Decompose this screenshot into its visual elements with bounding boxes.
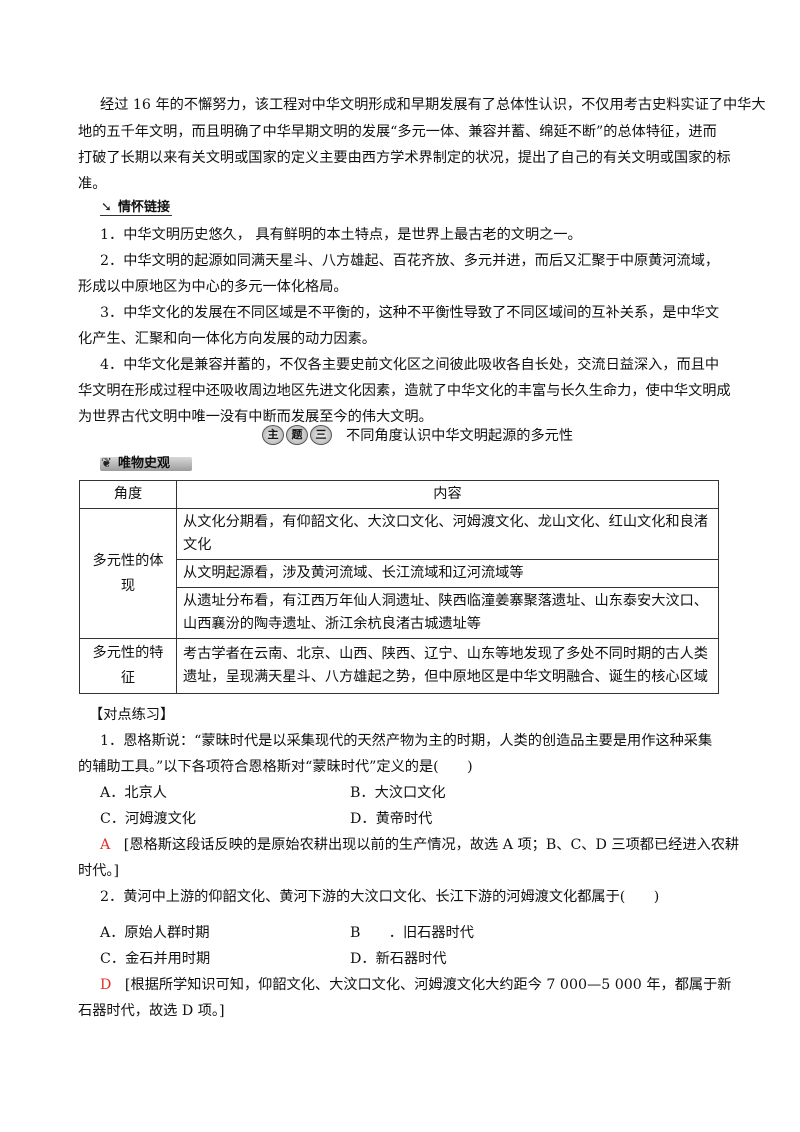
cell-line: 从文化分期看，有仰韶文化、大汶口文化、河姆渡文化、龙山文化、红山文化和良渚	[183, 514, 708, 530]
row-label: 多元性的特征	[92, 645, 164, 686]
cell-line: 山西襄汾的陶寺遗址、浙江余杭良渚古城遗址等	[183, 616, 481, 632]
section-title: 唯物史观	[118, 456, 171, 471]
table-cell: 从文化分期看，有仰韶文化、大汶口文化、河姆渡文化、龙山文化、红山文化和良渚 文化	[176, 508, 719, 560]
answer-line: D [根据所学知识可知，仰韶文化、大汶口文化、河姆渡文化大约距今 7 000—5…	[100, 975, 731, 995]
table-cell: 从文明起源看，涉及黄河流域、长江流域和辽河流域等	[176, 559, 719, 588]
option-d: D．新石器时代	[350, 951, 447, 967]
theme-badge-char: 三	[310, 425, 332, 445]
option-b: B ．旧石器时代	[350, 925, 474, 941]
intro-line: 地的五千年文明，而且明确了中华早期文明的发展“多元一体、兼容并蓄、绵延不断”的总…	[78, 124, 717, 140]
section-badge-qinghuai: ➘ 情怀链接	[100, 199, 172, 217]
option-a: A．北京人	[100, 785, 167, 801]
section1-line: 4．中华文化是兼容并蓄的，不仅各主要史前文化区之间彼此吸收各自长处，交流日益深入…	[100, 357, 720, 373]
table-cell: 从遗址分布看，有江西万年仙人洞遗址、陕西临潼姜寨聚落遗址、山东泰安大汶口、 山西…	[176, 587, 719, 639]
intro-line: 打破了长期以来有关文明或国家的定义主要由西方学术界制定的状况，提出了自己的有关文…	[78, 150, 731, 166]
section-badge-weiwu: ❦ 唯物史观	[100, 455, 192, 473]
theme-heading: 主 题 三 不同角度认识中华文明起源的多元性	[262, 425, 573, 445]
table-header: 内容	[176, 480, 719, 509]
theme-badge-char: 题	[286, 425, 308, 445]
table-row: 从遗址分布看，有江西万年仙人洞遗址、陕西临潼姜寨聚落遗址、山东泰安大汶口、 山西…	[80, 587, 719, 639]
theme-badge: 主 题 三	[262, 425, 332, 445]
table-cell: 考古学者在云南、北京、山西、陕西、辽宁、山东等地发现了多处不同时期的古人类 遗址…	[176, 638, 719, 694]
section1-line: 为世界古代文明中唯一没有中断而发展至今的伟大文明。	[78, 409, 433, 425]
answer-letter: A	[100, 837, 111, 853]
question-stem: 1．恩格斯说：“蒙昧时代是以采集现代的天然产物为主的时期，人类的创造品主要是用作…	[100, 733, 713, 749]
cell-line: 考古学者在云南、北京、山西、陕西、辽宁、山东等地发现了多处不同时期的古人类	[183, 646, 708, 662]
option-b: B．大汶口文化	[350, 785, 446, 801]
table-label-cell: 多元性的体现	[79, 508, 177, 639]
row-label: 多元性的体现	[92, 552, 164, 594]
question-stem: 2．黄河中上游的仰韶文化、黄河下游的大汶口文化、长江下游的河姆渡文化都属于( )	[100, 889, 660, 905]
option-c: C．金石并用时期	[100, 951, 211, 967]
table-label-cell: 多元性的特征	[79, 638, 177, 694]
intro-line: 经过 16 年的不懈努力，该工程对中华文明形成和早期发展有了总体性认识，不仅用考…	[100, 97, 766, 113]
intro-line: 准。	[78, 176, 107, 192]
table-header: 角度	[79, 480, 177, 509]
option-c: C．河姆渡文化	[100, 811, 196, 827]
content-table: 角度 内容 多元性的体现 从文化分期看，有仰韶文化、大汶口文化、河姆渡文化、龙山…	[79, 480, 719, 694]
section-title: 情怀链接	[118, 200, 171, 215]
table-row: 从文明起源看，涉及黄河流域、长江流域和辽河流域等	[80, 559, 719, 588]
option-d: D．黄帝时代	[350, 811, 433, 827]
section1-line: 形成以中原地区为中心的多元一体化格局。	[78, 279, 348, 295]
table-header-row: 角度 内容	[79, 480, 719, 509]
leaf-icon: ❦	[101, 456, 112, 471]
explanation: [恩格斯这段话反映的是原始农耕出现以前的生产情况，故选 A 项；B、C、D 三项…	[123, 837, 740, 853]
option-a: A．原始人群时期	[100, 925, 210, 941]
section1-line: 2．中华文明的起源如同满天星斗、八方雄起、百花齐放、多元并进，而后又汇聚于中原黄…	[100, 253, 720, 269]
section1-line: 华文明在形成过程中还吸收周边地区先进文化因素，造就了中华文化的丰富与长久生命力，…	[78, 383, 731, 399]
table-row: 多元性的特征 考古学者在云南、北京、山西、陕西、辽宁、山东等地发现了多处不同时期…	[79, 638, 719, 694]
theme-badge-char: 主	[262, 425, 284, 445]
section1-line: 1．中华文明历史悠久， 具有鲜明的本土特点，是世界上最古老的文明之一。	[100, 227, 582, 243]
section1-line: 化产生、汇聚和向一体化方向发展的动力因素。	[78, 331, 376, 347]
practice-heading: 【对点练习】	[89, 707, 175, 723]
explanation: 石器时代，故选 D 项。]	[78, 1003, 225, 1019]
cell-line: 文化	[183, 537, 212, 553]
cell-line: 从遗址分布看，有江西万年仙人洞遗址、陕西临潼姜寨聚落遗址、山东泰安大汶口、	[183, 593, 708, 609]
explanation: 时代。]	[78, 863, 119, 879]
answer-line: A [恩格斯这段话反映的是原始农耕出现以前的生产情况，故选 A 项；B、C、D …	[100, 835, 739, 855]
cell-line: 从文明起源看，涉及黄河流域、长江流域和辽河流域等	[183, 565, 524, 581]
question-stem: 的辅助工具。”以下各项符合恩格斯对“蒙昧时代”定义的是( )	[78, 759, 473, 775]
theme-title: 不同角度认识中华文明起源的多元性	[346, 428, 574, 444]
section1-line: 3．中华文化的发展在不同区域是不平衡的，这种不平衡性导致了不同区域间的互补关系，…	[100, 305, 720, 321]
answer-letter: D	[100, 977, 112, 993]
cell-line: 遗址，呈现满天星斗、八方雄起之势，但中原地区是中华文明融合、诞生的核心区域	[183, 669, 708, 685]
arrow-icon: ➘	[101, 200, 112, 215]
explanation: [根据所学知识可知，仰韶文化、大汶口文化、河姆渡文化大约距今 7 000—5 0…	[124, 977, 732, 993]
table-row: 多元性的体现 从文化分期看，有仰韶文化、大汶口文化、河姆渡文化、龙山文化、红山文…	[79, 508, 719, 639]
